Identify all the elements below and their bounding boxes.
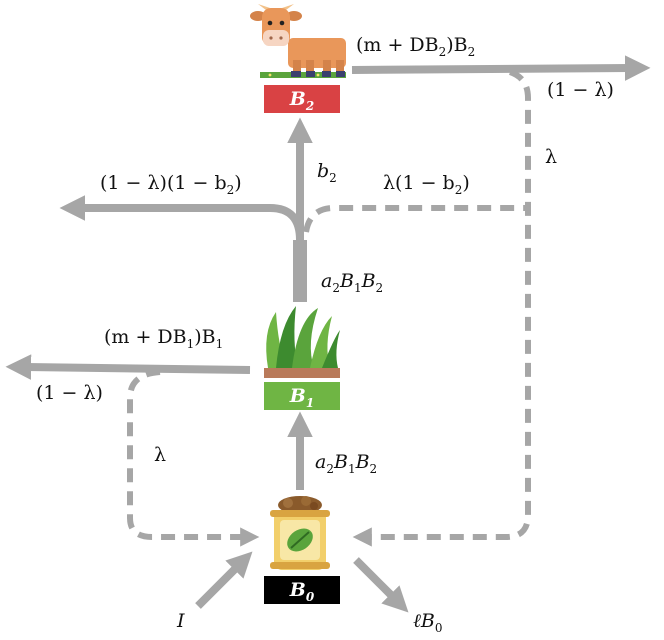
arrow-uneaten-recycle: [303, 205, 528, 233]
label-b1-export: (1 − λ): [36, 382, 103, 404]
node-b0: B0: [264, 576, 340, 604]
label-b2-mortality: (m + DB2)B2: [356, 34, 476, 59]
arrow-b2-recycle: [352, 69, 531, 547]
arrow-b2-export: [351, 55, 651, 81]
label-uptake: a2B1B2: [315, 451, 378, 476]
label-b2-assim: b2: [317, 160, 337, 185]
fertilizer-sack-icon: [270, 496, 330, 570]
label-b2-recycle: λ: [545, 146, 558, 168]
arrow-uneaten-export: [59, 195, 304, 241]
arrow-b1-export: [5, 354, 251, 380]
cow-icon: [250, 4, 346, 78]
label-graze: a2B1B2: [321, 270, 384, 295]
label-b1-mortality: (m + DB1)B1: [104, 326, 224, 351]
label-b2-export: (1 − λ): [547, 79, 614, 101]
label-input: I: [177, 610, 185, 632]
arrow-b1-recycle: [127, 369, 260, 547]
arrow-input: [195, 551, 253, 609]
arrow-loss: [353, 557, 409, 613]
label-loss: ℓB0: [413, 610, 443, 635]
label-uneaten-recycle: λ(1 − b2): [383, 172, 470, 197]
label-b1-recycle: λ: [154, 444, 167, 466]
node-b2: B2: [264, 85, 340, 113]
label-uneaten-export: (1 − λ)(1 − b2): [100, 172, 242, 197]
node-b1: B1: [264, 382, 340, 410]
grass-icon: [264, 306, 340, 378]
